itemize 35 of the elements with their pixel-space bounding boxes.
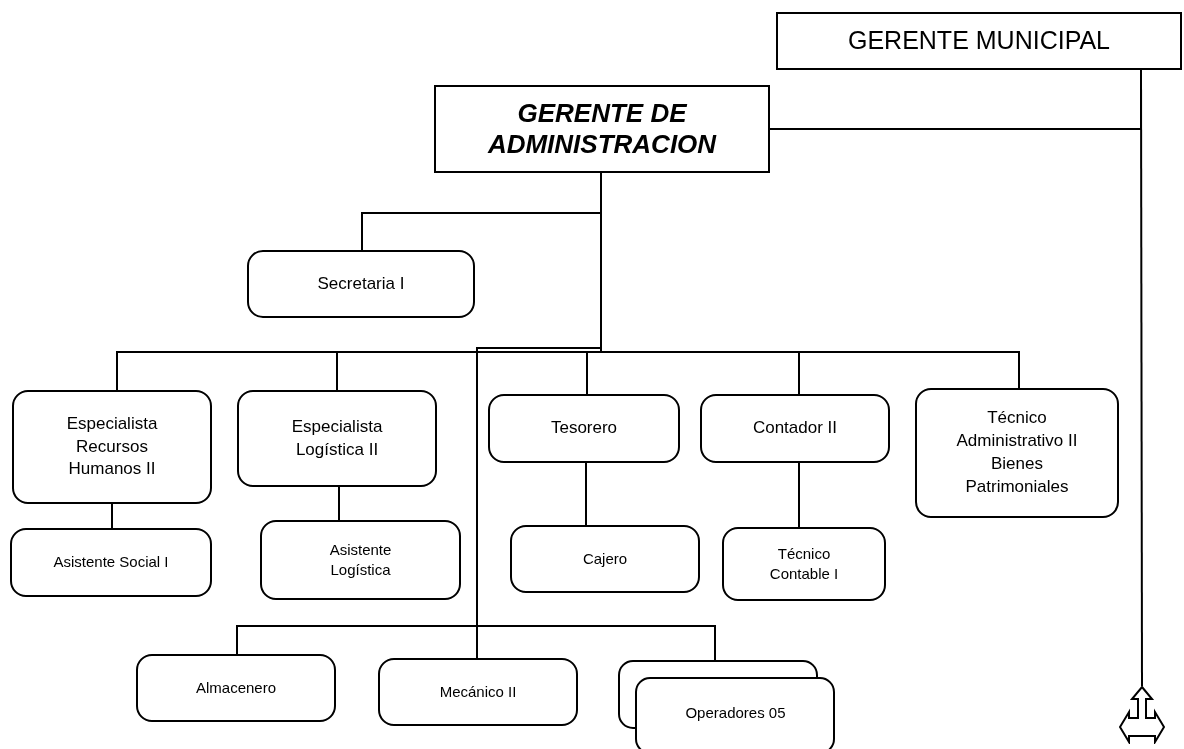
position-box xyxy=(10,528,212,597)
position-box xyxy=(510,525,700,593)
position-title: Asistente Social I xyxy=(53,552,169,573)
connector-line xyxy=(798,462,800,528)
title-text: GERENTE DE ADMINISTRACION xyxy=(486,97,718,161)
position-box xyxy=(136,654,336,722)
connector-line xyxy=(338,486,340,521)
position-title: Contador II xyxy=(752,417,838,440)
position-box xyxy=(488,394,680,463)
position-title: Mecánico II xyxy=(439,681,517,702)
title-box xyxy=(776,12,1182,70)
position-box xyxy=(700,394,890,463)
position-title: Especialista Recursos Humanos II xyxy=(65,412,159,481)
connector-line xyxy=(585,462,587,526)
position-box xyxy=(722,527,886,601)
position-title: Asistente Logística xyxy=(328,539,393,580)
connector-line xyxy=(111,503,113,529)
stacked-position-box xyxy=(618,660,835,749)
position-title: Técnico Contable I xyxy=(768,543,840,584)
position-title: Especialista Logística II xyxy=(290,415,384,461)
position-box xyxy=(260,520,461,600)
position-title: Secretaria I xyxy=(317,272,405,295)
position-box xyxy=(378,658,578,726)
position-box xyxy=(237,390,437,487)
position-title: Operadores 05 xyxy=(685,703,786,724)
position-title: Cajero xyxy=(582,548,628,569)
position-box xyxy=(915,388,1119,518)
position-title: Almacenero xyxy=(195,677,276,698)
position-title: Tesorero xyxy=(550,417,618,440)
position-box xyxy=(247,250,475,318)
three-way-arrow-icon xyxy=(1119,686,1165,744)
position-box xyxy=(12,390,212,504)
title-text: GERENTE MUNICIPAL xyxy=(847,25,1111,57)
manager-box xyxy=(434,85,770,173)
position-title: Técnico Administrativo II Bienes Patrimoniales xyxy=(955,407,1079,498)
